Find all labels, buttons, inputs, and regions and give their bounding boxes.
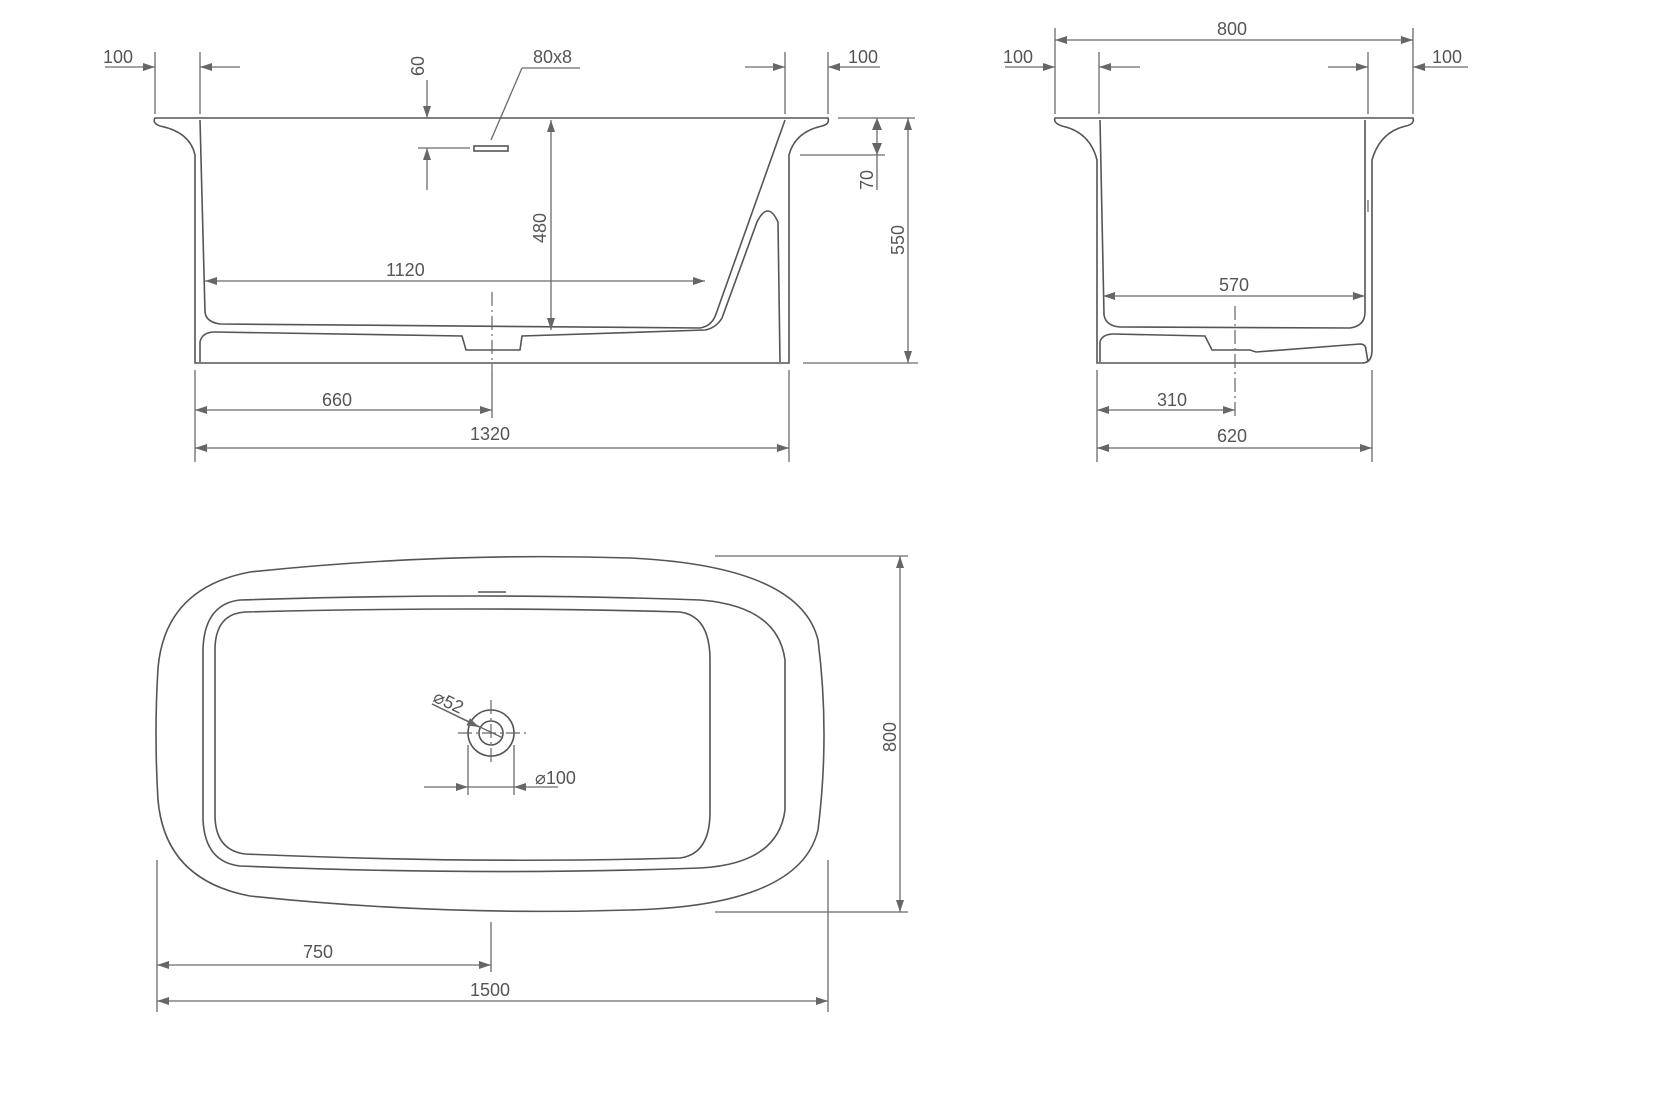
- drain-inner-circle: [478, 720, 504, 746]
- plan-view-inner-rim: [202, 595, 786, 873]
- dim-end-total-width: 800: [1217, 19, 1247, 39]
- dim-side-rim-right: 100: [848, 47, 878, 67]
- overflow-slot: [473, 145, 509, 152]
- dim-end-rim-right: 100: [1432, 47, 1462, 67]
- end-view: 800 100 100 570 310 620: [1003, 19, 1468, 462]
- dim-floor-length: 1120: [386, 260, 425, 280]
- dim-end-base-width: 620: [1217, 426, 1247, 446]
- end-view-base: [1099, 333, 1369, 363]
- dim-side-rim-left: 100: [103, 47, 133, 67]
- side-view-inner-bowl: [199, 119, 786, 329]
- side-view: 100 100 60 80x8 480 1120 70 550: [103, 47, 918, 462]
- dim-base-length: 1320: [470, 424, 510, 444]
- plan-view: ⌀52 ⌀100 800 750 1500: [155, 555, 908, 1012]
- dim-overflow-slot: 80x8: [533, 47, 572, 67]
- dim-drain-outer-diameter: ⌀100: [535, 768, 576, 788]
- end-view-outline: [1053, 117, 1415, 364]
- plan-view-outer-rim: [155, 555, 825, 913]
- plan-view-basin: [214, 608, 711, 862]
- dim-side-drain-position: 660: [322, 390, 352, 410]
- dim-total-height: 550: [888, 225, 908, 255]
- dim-end-drain-position: 310: [1157, 390, 1187, 410]
- dim-inner-depth: 480: [530, 213, 550, 243]
- dim-drain-inner-diameter: ⌀52: [430, 686, 466, 717]
- side-view-base: [199, 210, 781, 363]
- dim-plan-drain-position: 750: [303, 942, 333, 962]
- dim-end-rim-left: 100: [1003, 47, 1033, 67]
- side-view-outline: [153, 117, 830, 364]
- dim-overflow-offset: 60: [408, 56, 428, 76]
- end-view-inner-bowl: [1099, 119, 1366, 329]
- dim-rim-thickness: 70: [857, 170, 877, 190]
- dim-end-floor-width: 570: [1219, 275, 1249, 295]
- dim-plan-total-width: 800: [880, 722, 900, 752]
- dim-plan-total-length: 1500: [470, 980, 510, 1000]
